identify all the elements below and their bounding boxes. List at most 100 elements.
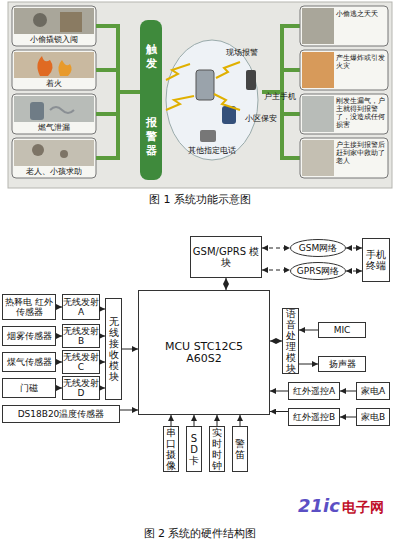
node-text: 语音处理模块: [283, 308, 298, 374]
child-figure: [60, 150, 68, 158]
watermark: 21ic: [298, 496, 348, 515]
connector-arrow: [100, 362, 105, 363]
panel-picture: [302, 8, 334, 44]
ellipse-shape: [291, 240, 346, 257]
panel-caption: 老人、小孩求助: [14, 167, 94, 176]
lightning: [214, 94, 240, 110]
panel: [300, 138, 388, 178]
illustration-frame: [8, 2, 392, 188]
process-box: 家电B: [356, 408, 390, 426]
telephone: [200, 130, 216, 142]
process-box: MCU STC12C5A60S2: [138, 290, 270, 415]
trigger-links: [96, 26, 140, 158]
node-text: 家电B: [361, 412, 385, 422]
connector-arrow: [122, 349, 138, 350]
node-text: GSM网络: [299, 243, 337, 253]
node-text: MIC: [334, 325, 351, 335]
fire: [58, 60, 71, 76]
panel-caption: 产生爆炸或引发火灾: [336, 54, 388, 70]
node-text: SD卡: [187, 433, 201, 466]
left-panels: [12, 6, 96, 178]
connector-arrow: [270, 391, 288, 392]
alarm-cloud: [166, 40, 258, 160]
wireless-link: [346, 271, 362, 272]
fire: [37, 56, 52, 76]
node-text: 无线发射 A: [63, 297, 99, 317]
panel-caption: 着火: [14, 79, 94, 88]
panel-picture: [14, 8, 94, 34]
process-box: 无线发射 C: [62, 350, 100, 374]
node-text: 报警器: [145, 116, 157, 158]
process-box: 实时时钟: [209, 426, 225, 472]
signal-bolts: [166, 62, 240, 110]
node-text: 门磁: [20, 383, 38, 393]
node-text: 煤气传感器: [7, 357, 52, 367]
panel-picture: [302, 96, 334, 132]
process-box: 语音处理模块: [282, 308, 299, 374]
process-box: 门磁: [2, 378, 56, 398]
panel-caption: 小偷逃之夭夭: [336, 10, 388, 18]
connector-arrow: [56, 388, 62, 389]
connector-arrow: [56, 307, 62, 308]
node-text: 实时时钟: [210, 427, 224, 471]
figure-caption: 图 2 系统的硬件结构图: [0, 526, 400, 541]
wireless-link: [262, 248, 290, 249]
alarm-target: 户主手机: [258, 92, 302, 101]
figure-caption: 图 1 系统功能示意图: [0, 194, 400, 206]
alarm-device: [196, 70, 214, 100]
node-text: 家电A: [361, 386, 385, 396]
connector-arrow: [56, 336, 62, 337]
lightning: [166, 64, 190, 80]
thief-figure: [33, 13, 47, 27]
connector-arrow: [226, 278, 227, 290]
node-text: 警笛: [233, 438, 247, 460]
connector-arrow: [171, 415, 172, 426]
panel-picture: [14, 52, 94, 78]
ellipse-shape: [291, 263, 346, 280]
alarm-target: 小区保安: [236, 114, 286, 123]
mobile-phone: [246, 70, 256, 90]
node-text: MCU STC12C5A60S2: [164, 341, 244, 365]
process-box: 扬声器: [318, 356, 366, 372]
panel: [300, 6, 388, 46]
connector-arrow: [270, 341, 282, 342]
door: [60, 12, 82, 32]
connector-arrow: [217, 415, 218, 426]
panel: [300, 50, 388, 90]
connector-arrow: [100, 309, 105, 310]
process-box: 红外遥控A: [288, 382, 340, 400]
connector-arrow: [270, 411, 288, 412]
node-text: 无线发射 C: [63, 352, 99, 372]
network-ellipse: GPRS网络: [290, 262, 346, 280]
node-text: 扬声器: [329, 359, 356, 369]
lightning: [216, 62, 240, 78]
process-box: 无线发射 D: [62, 376, 100, 400]
network-ellipse: GSM网络: [290, 239, 346, 257]
node-text: 热释电 红外传感器: [3, 297, 55, 317]
node-text: 手机终端: [363, 249, 389, 271]
node-text: 烟雾传感器: [7, 331, 52, 341]
connector-arrow: [56, 362, 62, 363]
connector-arrow: [340, 391, 356, 392]
process-box: 无线接收模块: [105, 298, 122, 400]
connector-arrow: [194, 415, 195, 426]
panel: [12, 138, 96, 178]
process-box: GSM/GPRS 模块: [190, 236, 262, 278]
node-text: DS18B20温度传感器: [18, 409, 105, 419]
connector-arrow: [340, 417, 356, 418]
gas-leak: [50, 107, 74, 113]
node-text: 红外遥控A: [293, 386, 335, 396]
connector-arrow: [100, 388, 105, 389]
panel-caption: 小偷撬锁入闯: [14, 35, 94, 44]
panel-picture: [302, 140, 334, 176]
panel-caption: 燃气泄漏: [14, 123, 94, 132]
connector-arrow: [100, 336, 105, 337]
watermark: 电子网: [342, 500, 398, 515]
process-box: 无线发射 A: [62, 294, 100, 320]
node-text: 无线发射 D: [63, 378, 99, 398]
alarm-target: 其他指定电话: [180, 146, 244, 155]
right-panels: [300, 6, 388, 178]
process-box: 红外遥控B: [288, 408, 340, 426]
node-text: GSM/GPRS 模块: [191, 246, 261, 268]
